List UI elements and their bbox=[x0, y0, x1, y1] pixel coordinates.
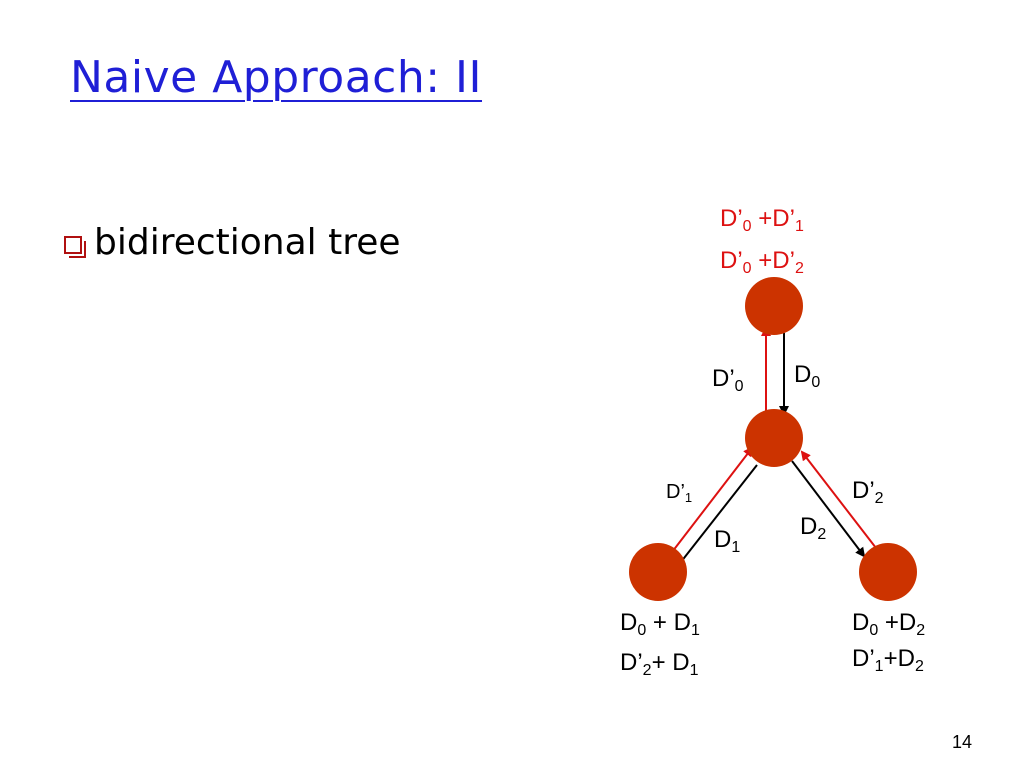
edge-label-left-leaf-to-middle: D’1 bbox=[666, 481, 692, 505]
left-leaf-label-1: D0 + D1 bbox=[620, 609, 700, 639]
node-middle bbox=[745, 409, 803, 467]
bullet-item: bidirectional tree bbox=[64, 222, 401, 263]
right-leaf-label-1: D0 +D2 bbox=[852, 609, 925, 639]
node-right-leaf bbox=[859, 543, 917, 601]
edge-middle-to-left-leaf bbox=[675, 464, 758, 569]
bullet-text: bidirectional tree bbox=[94, 222, 401, 263]
edge-label-middle-to-left-leaf: D1 bbox=[714, 526, 740, 556]
root-label-2: D’0 +D’2 bbox=[720, 247, 804, 277]
edge-left-leaf-to-middle bbox=[668, 446, 754, 557]
right-leaf-label-2: D’1+D2 bbox=[852, 645, 924, 675]
slide-title: Naive Approach: II bbox=[70, 52, 483, 103]
root-label-1: D’0 +D’1 bbox=[720, 205, 804, 235]
edge-middle-to-right-leaf bbox=[791, 460, 866, 558]
node-left-leaf bbox=[629, 543, 687, 601]
checkbox-bullet-icon bbox=[64, 235, 86, 258]
left-leaf-label-2: D’2+ D1 bbox=[620, 649, 699, 679]
edge-right-leaf-to-middle bbox=[800, 450, 877, 549]
edge-label-right-leaf-to-middle: D’2 bbox=[852, 477, 884, 507]
edge-label-root-to-middle: D0 bbox=[794, 361, 820, 391]
node-root bbox=[745, 277, 803, 335]
edge-label-middle-to-right-leaf: D2 bbox=[800, 513, 826, 543]
edge-label-middle-to-root: D’0 bbox=[712, 365, 744, 395]
page-number: 14 bbox=[951, 732, 972, 752]
